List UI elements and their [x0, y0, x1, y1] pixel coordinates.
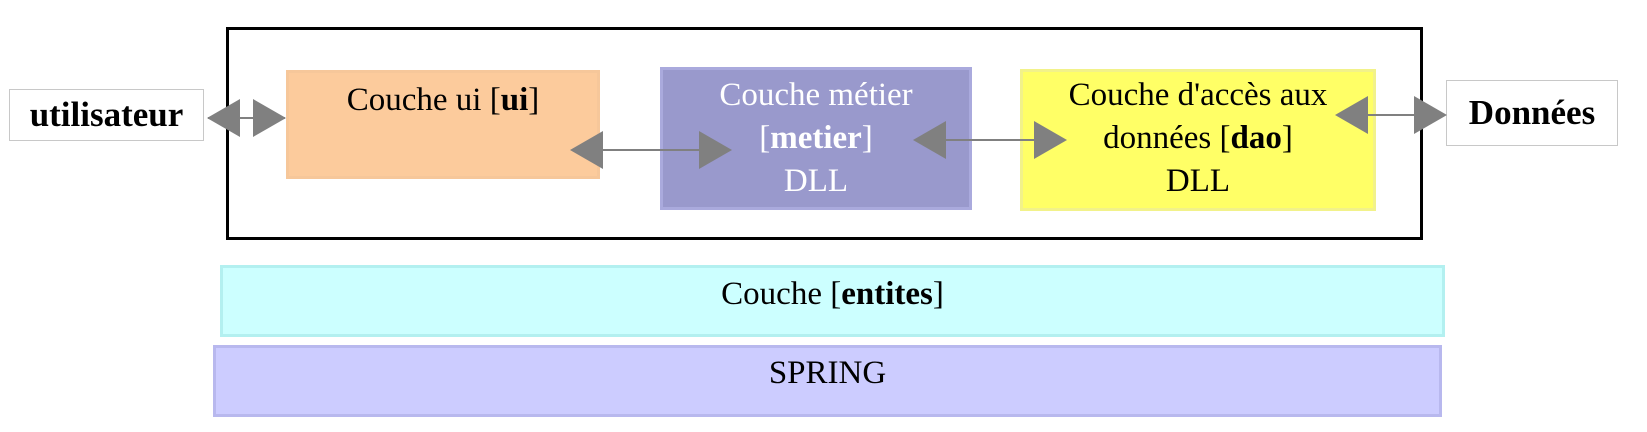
ui-layer-code: ui [500, 82, 529, 118]
spring-layer: SPRING [213, 345, 1442, 417]
arrow-ui-business [570, 131, 732, 169]
business-layer-code-close: ] [861, 120, 873, 156]
dao-layer-code-line: données [dao] [1023, 117, 1373, 160]
entities-layer-suffix: ] [932, 276, 944, 312]
entities-layer-label: Couche [ [721, 276, 842, 312]
arrow-user-ui [207, 99, 286, 137]
ui-layer-label: Couche ui [ [346, 82, 501, 118]
data-store-label: Données [1468, 93, 1596, 132]
application-frame [226, 27, 1423, 240]
dao-layer-label2: données [ [1103, 120, 1231, 156]
dao-layer-code: dao [1230, 120, 1282, 156]
business-layer-code-line: [metier] [663, 117, 969, 160]
spring-layer-label: SPRING [768, 355, 887, 391]
arrow-dao-data [1335, 96, 1447, 134]
dao-layer-suffix: ] [1281, 120, 1293, 156]
entities-layer: Couche [entites] [220, 265, 1445, 337]
user-box: utilisateur [9, 89, 204, 141]
business-layer-label: Couche métier [719, 77, 913, 113]
dao-layer-kind: DLL [1165, 163, 1231, 199]
business-layer-code: metier [770, 120, 862, 156]
business-layer-code-open: [ [759, 120, 771, 156]
business-layer-kind: DLL [783, 163, 849, 199]
dao-layer-label: Couche d'accès aux [1068, 77, 1328, 113]
arrow-business-dao [913, 121, 1067, 159]
entities-layer-code: entites [841, 276, 933, 312]
data-store-box: Données [1446, 80, 1618, 146]
ui-layer-suffix: ] [528, 82, 540, 118]
user-label: utilisateur [29, 95, 184, 134]
ui-layer: Couche ui [ui] [286, 70, 600, 179]
